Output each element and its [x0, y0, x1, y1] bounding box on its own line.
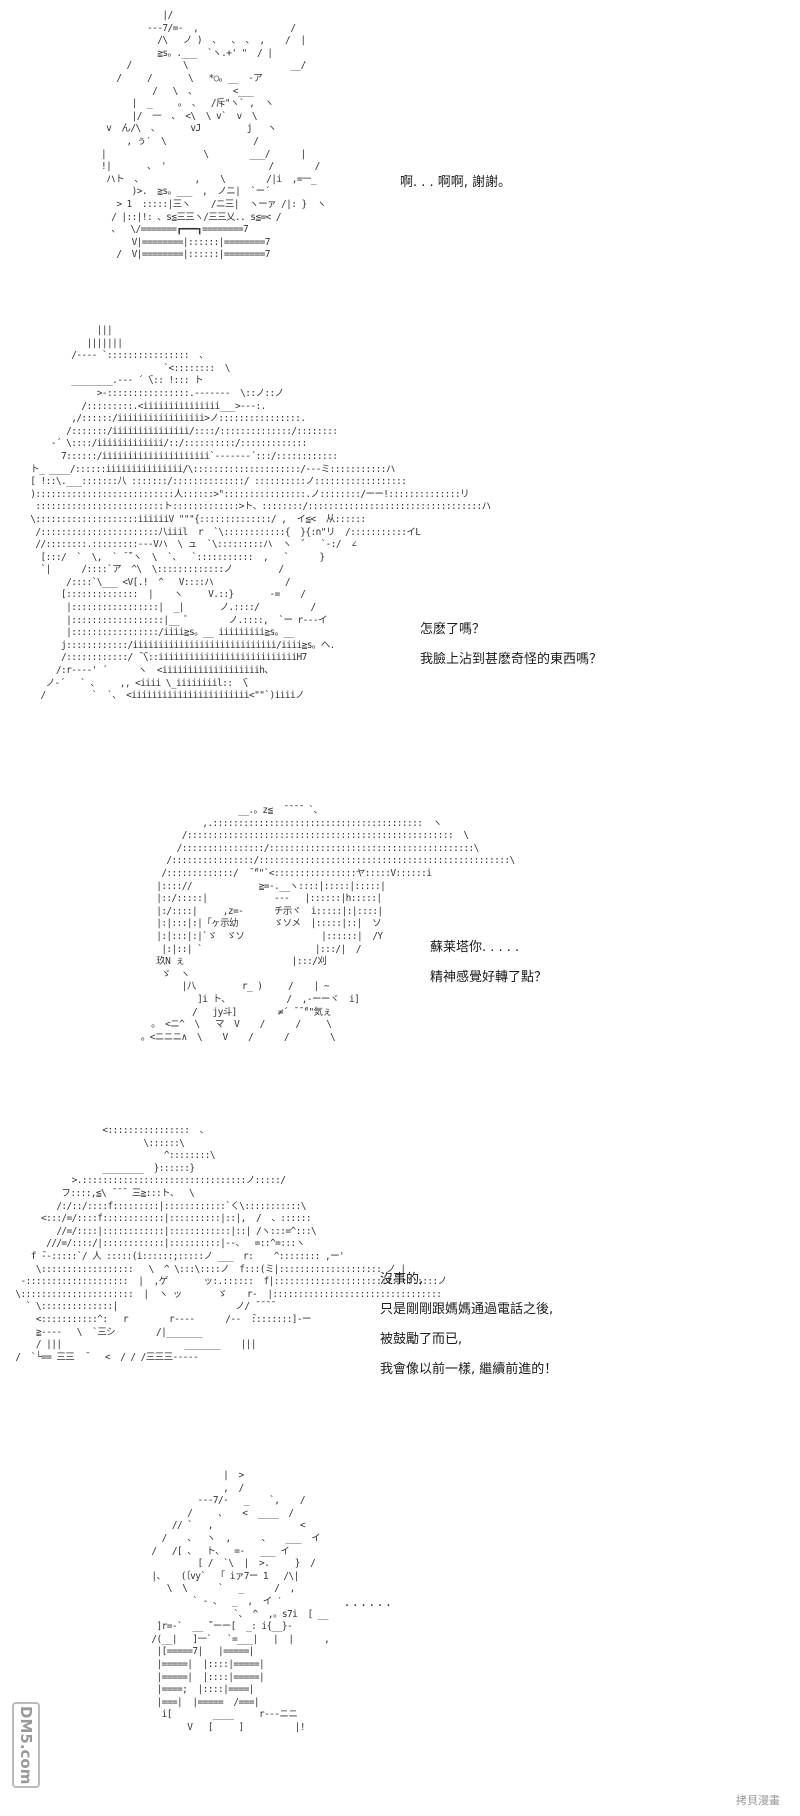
- dialog-line: 蘇莱塔你. . . . .: [430, 940, 520, 955]
- ascii-art-character: | > , / ---7/- _ `, / / 、 < ____ / // ` …: [151, 1470, 330, 1733]
- dialog-line: 怎麽了嗎？: [420, 622, 486, 637]
- dialog-bubble: 沒事的, 只是剛剛跟媽媽通過電話之後, 被鼓勵了而已, 我會像以前一樣, 繼續前…: [380, 1265, 557, 1385]
- panel-5: | > , / ---7/- _ `, / / 、 < ____ / // ` …: [0, 1460, 800, 1816]
- dialog-bubble: 啊. . . 啊啊, 謝謝。: [400, 168, 511, 198]
- ascii-art-character: <:::::::::::::::: 、 \::::::\ ^::::::::\ …: [15, 1125, 447, 1363]
- dialog-bubble: . . . . . .: [345, 1588, 390, 1618]
- dialog-line: 我會像以前一樣, 繼續前進的！: [380, 1362, 558, 1377]
- ascii-art-character: ||| ||||||| /---- `:::::::::::::::: 、 `<…: [30, 325, 491, 702]
- panel-3: __.。z≦ ̄ ̄ ̄ ̄ `、 ,.::::::::::::::::::::…: [0, 805, 800, 1105]
- dialog-line: 只是剛剛跟媽媽通過電話之後,: [380, 1302, 554, 1317]
- panel-2: ||| ||||||| /---- `:::::::::::::::: 、 `<…: [0, 325, 800, 805]
- dialog-line: . . . . . .: [345, 1595, 391, 1610]
- ascii-art-character: __.。z≦ ̄ ̄ ̄ ̄ `、 ,.::::::::::::::::::::…: [140, 805, 515, 1043]
- panel-4: <:::::::::::::::: 、 \::::::\ ^::::::::\ …: [0, 1115, 800, 1445]
- dialog-line: 啊. . . 啊啊, 謝謝。: [400, 175, 512, 190]
- dialog-line: 沒事的,: [380, 1272, 424, 1287]
- dialog-line: 精神感覺好轉了點？: [430, 970, 548, 985]
- dialog-bubble: 蘇莱塔你. . . . . 精神感覺好轉了點？: [430, 933, 547, 993]
- site-logo: DM5.com: [12, 1702, 40, 1788]
- dialog-bubble: 怎麽了嗎？ 我臉上沾到甚麽奇怪的東西嗎？: [420, 615, 602, 675]
- dialog-line: 我臉上沾到甚麽奇怪的東西嗎？: [420, 652, 603, 667]
- ascii-art-character: |/ ---7/=- , / /\ ノ ) 、 、 、 , / | ≧s。.__…: [100, 10, 326, 261]
- dialog-line: 被鼓勵了而已,: [380, 1332, 463, 1347]
- corner-watermark: 拷貝漫畫: [736, 1794, 780, 1807]
- panel-1: |/ ---7/=- , / /\ ノ ) 、 、 、 , / | ≧s。.__…: [0, 0, 800, 320]
